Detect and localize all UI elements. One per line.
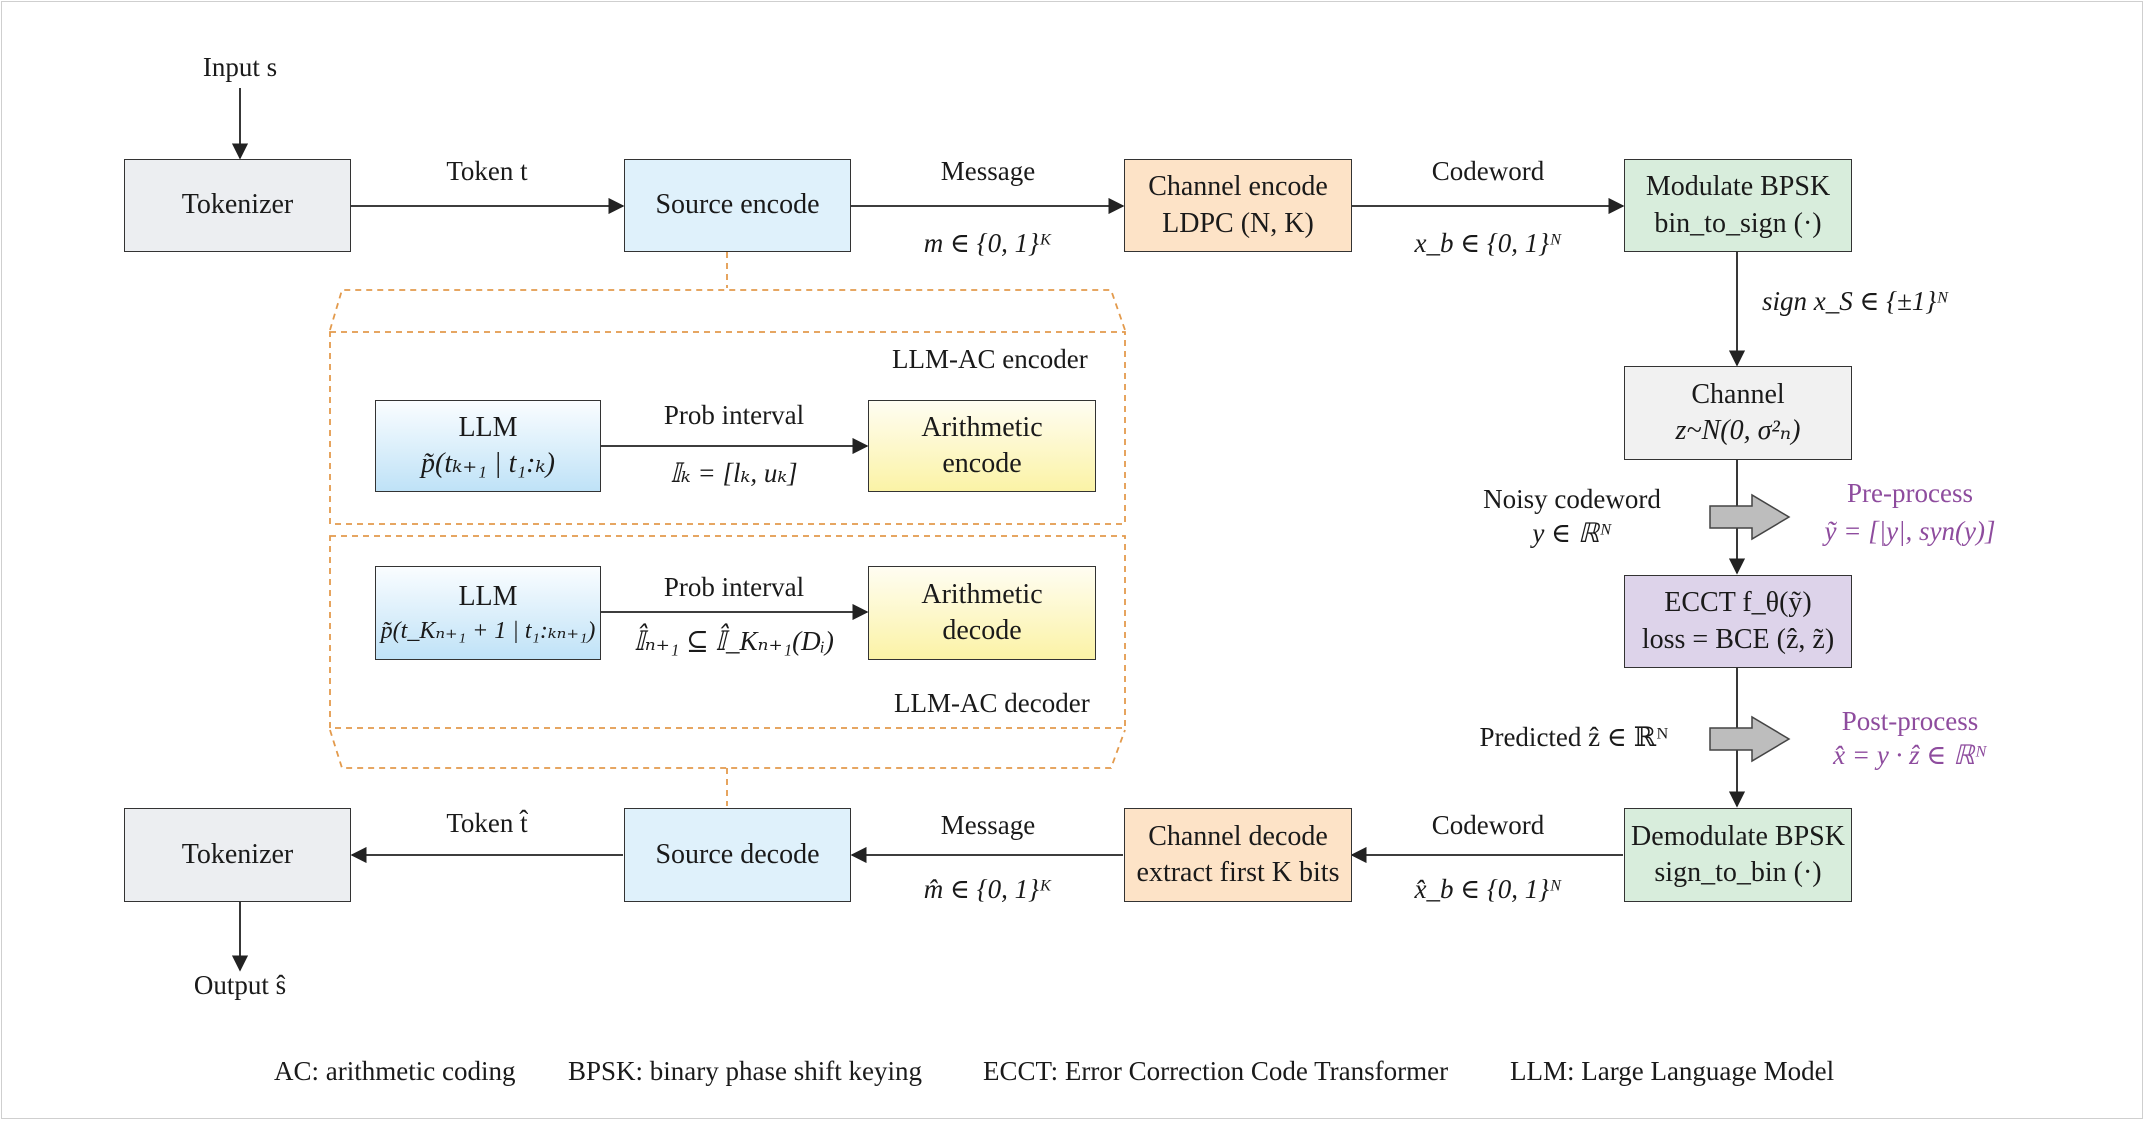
- tokenizer-bottom: Tokenizer: [124, 808, 351, 902]
- output-label: Output ŝ: [193, 970, 287, 1000]
- source-encode: Source encode: [624, 159, 851, 252]
- postprocess-label: Post-process: [1841, 706, 1979, 736]
- arithmetic-decode: Arithmetic decode: [868, 566, 1096, 660]
- arithmetic-encode: Arithmetic encode: [868, 400, 1096, 492]
- postprocess-block-arrow: [1709, 715, 1791, 763]
- channel: Channel z~N(0, σ²ₙ): [1624, 366, 1852, 460]
- codeword-top-label: Codeword: [1431, 156, 1545, 186]
- ecct-decoder: ECCT f_θ(ỹ) loss = BCE (ẑ, z̃): [1624, 575, 1852, 668]
- prob-interval-dec-label: Prob interval: [663, 572, 805, 602]
- noisy-codeword-math: y ∈ ℝᴺ: [1532, 518, 1612, 548]
- message-bottom-math: m̂ ∈ {0, 1}ᴷ: [923, 874, 1053, 904]
- source-decode: Source decode: [624, 808, 851, 902]
- message-bottom-label: Message: [940, 810, 1036, 840]
- sign-label: sign x_S ∈ {±1}ᴺ: [1762, 286, 1949, 316]
- preprocess-math: ỹ = [|y|, syn(y)]: [1824, 516, 1996, 546]
- channel-encode: Channel encode LDPC (N, K): [1124, 159, 1352, 252]
- modulate-bpsk: Modulate BPSK bin_to_sign (·): [1624, 159, 1852, 252]
- dash-brace-top: [329, 289, 1126, 331]
- dash-brace-bottom: [329, 729, 1126, 769]
- noisy-codeword-label: Noisy codeword: [1483, 484, 1661, 514]
- legend-ecct: ECCT: Error Correction Code Transformer: [983, 1056, 1449, 1086]
- token-top-label: Token t: [446, 156, 528, 186]
- message-top-math: m ∈ {0, 1}ᴷ: [923, 228, 1053, 258]
- postprocess-math: x̂ = y · ẑ ∈ ℝᴺ: [1833, 740, 1987, 770]
- token-bottom-label: Token t̂: [446, 808, 528, 838]
- preprocess-label: Pre-process: [1847, 478, 1973, 508]
- legend-llm: LLM: Large Language Model: [1510, 1056, 1835, 1086]
- decoder-group-label: LLM-AC decoder: [894, 688, 1090, 718]
- llm-encoder-model: LLM p̃(tₖ₊₁ | t₁:ₖ): [375, 400, 601, 492]
- llm-ac-encoder-group: [329, 331, 1126, 525]
- llm-ac-decoder-group: [329, 535, 1126, 729]
- preprocess-block-arrow: [1709, 493, 1791, 541]
- legend-ac: AC: arithmetic coding: [274, 1056, 516, 1086]
- encoder-group-label: LLM-AC encoder: [892, 344, 1088, 374]
- message-top-label: Message: [940, 156, 1036, 186]
- demodulate-bpsk: Demodulate BPSK sign_to_bin (·): [1624, 808, 1852, 902]
- codeword-bottom-label: Codeword: [1431, 810, 1545, 840]
- legend-bpsk: BPSK: binary phase shift keying: [568, 1056, 922, 1086]
- interval-enc-math: 𝕀ₖ = [lₖ, uₖ]: [670, 458, 798, 488]
- codeword-bottom-math: x̂_b ∈ {0, 1}ᴺ: [1414, 874, 1562, 904]
- llm-decoder-model: LLM p̃(t_Kₙ₊₁ + 1 | t₁:ₖₙ₊₁): [375, 566, 601, 660]
- predicted-label: Predicted ẑ ∈ ℝᴺ: [1479, 722, 1669, 752]
- channel-decode: Channel decode extract first K bits: [1124, 808, 1352, 902]
- interval-dec-math: 𝕀̂ₙ₊₁ ⊆ 𝕀̂_Kₙ₊₁(Dᵢ): [634, 626, 834, 656]
- codeword-top-math: x_b ∈ {0, 1}ᴺ: [1414, 228, 1562, 258]
- input-label: Input s: [202, 52, 278, 82]
- prob-interval-enc-label: Prob interval: [663, 400, 805, 430]
- tokenizer-top: Tokenizer: [124, 159, 351, 252]
